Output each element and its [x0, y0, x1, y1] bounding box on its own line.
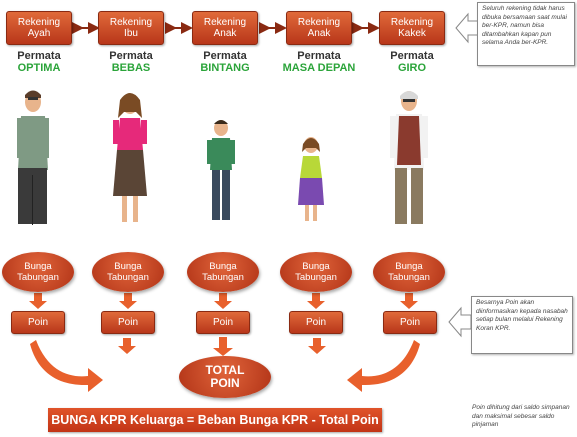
note-box-mid: [471, 296, 573, 354]
note-top: Seluruh rekening tidak harus dibuka bers…: [482, 5, 567, 46]
son-illustration: [207, 120, 235, 220]
formula-banner: BUNGA KPR Keluarga = Beban Bunga KPR - T…: [48, 408, 382, 432]
daughter-illustration: [298, 137, 324, 221]
poin-box-anak-1: Poin: [196, 311, 250, 334]
mother-illustration: [113, 93, 147, 222]
account-box-kakek: Rekening Kakek: [379, 11, 445, 45]
bunga-tabungan-kakek: Bunga Tabungan: [373, 252, 445, 292]
account-box-anak-2: Rekening Anak: [286, 11, 352, 45]
poin-box-kakek: Poin: [383, 311, 437, 334]
account-box-ibu: Rekening Ibu: [98, 11, 164, 45]
callout-arrow-top: [455, 12, 479, 44]
bunga-to-poin-arrows: [29, 293, 418, 309]
account-box-anak-1: Rekening Anak: [192, 11, 258, 45]
father-illustration: [17, 90, 49, 225]
bunga-tabungan-ibu: Bunga Tabungan: [92, 252, 164, 292]
poin-to-total-arrows: [30, 337, 420, 392]
callout-arrow-mid: [448, 306, 472, 338]
account-box-ayah: Rekening Ayah: [6, 11, 72, 45]
poin-box-anak-2: Poin: [289, 311, 343, 334]
note-bottom: Poin dihitung dari saldo simpanan dan ma…: [472, 404, 570, 428]
bunga-tabungan-anak-1: Bunga Tabungan: [187, 252, 259, 292]
note-mid: Besarnya Poin akan diinformasikan kepada…: [476, 299, 568, 332]
poin-box-ayah: Poin: [11, 311, 65, 334]
grandfather-illustration: [390, 91, 428, 224]
bunga-tabungan-anak-2: Bunga Tabungan: [280, 252, 352, 292]
poin-box-ibu: Poin: [101, 311, 155, 334]
note-box-top: [477, 2, 575, 66]
bunga-tabungan-ayah: Bunga Tabungan: [2, 252, 74, 292]
total-poin-oval: TOTAL POIN: [179, 356, 271, 398]
